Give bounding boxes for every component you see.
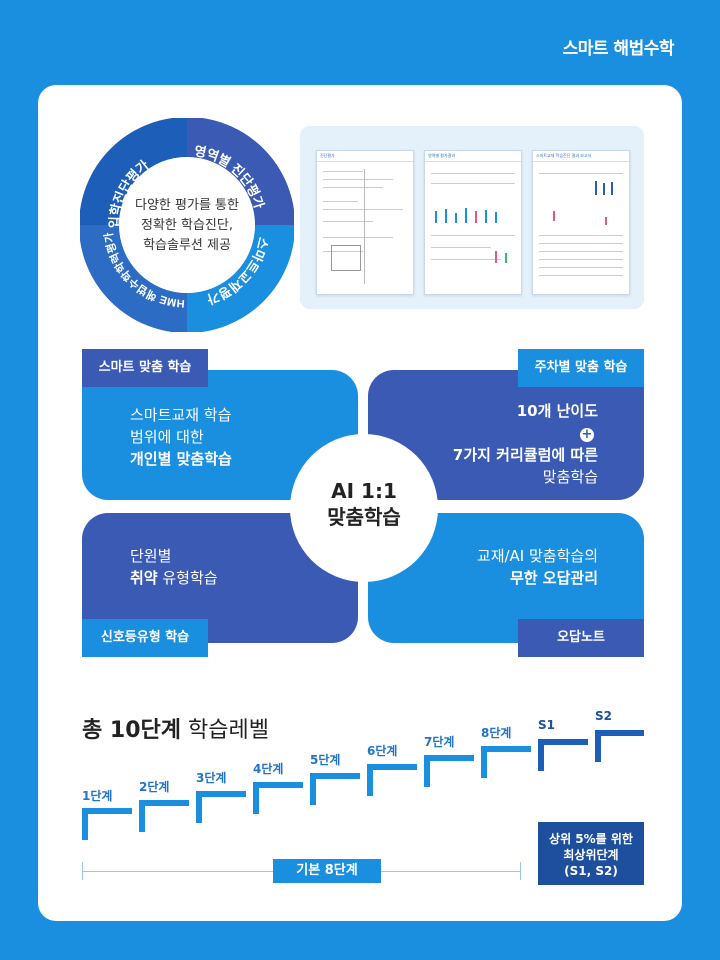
- top-levels-box: 상위 5%를 위한 최상위단계 (S1, S2): [538, 822, 644, 885]
- step-label-2: 2단계: [139, 780, 170, 794]
- step-3: [196, 791, 246, 823]
- step-5: [310, 773, 360, 805]
- report-preview-1: 진단평가: [316, 150, 414, 295]
- q4-line-1: 교재/AI 맞춤학습의: [476, 547, 598, 565]
- step-s1: [538, 739, 588, 771]
- step-7: [424, 755, 474, 787]
- q3-line-1: 단원별: [130, 547, 172, 565]
- step-label-6: 6단계: [367, 744, 398, 758]
- ring-center-line-3: 학습솔루션 제공: [143, 238, 231, 253]
- step-label-5: 5단계: [310, 753, 341, 767]
- base-tick-left: [82, 862, 83, 880]
- step-4: [253, 782, 303, 814]
- step-label-7: 7단계: [424, 735, 455, 749]
- top-box-line-3: (S1, S2): [564, 864, 618, 878]
- step-2: [139, 800, 189, 832]
- ai-center-line-2: 맞춤학습: [327, 505, 401, 529]
- brand-logo: 스마트 해법수학: [562, 39, 675, 59]
- top-box-line-2: 최상위단계: [563, 848, 619, 862]
- q3-text: 단원별 취약 유형학습: [130, 545, 218, 589]
- ai-center-line-1: AI 1:1: [331, 479, 397, 503]
- ring-center-line-1: 다양한 평가를 통한: [135, 198, 239, 213]
- step-label-1: 1단계: [82, 789, 113, 803]
- quadrant-weekly-learning: 10개 난이도 + 7가지 커리큘럼에 따른 맞춤학습: [368, 370, 644, 500]
- step-label-3: 3단계: [196, 771, 227, 785]
- q2-line-2: 7가지 커리큘럼에 따른: [452, 446, 598, 464]
- q4-text: 교재/AI 맞춤학습의 무한 오답관리: [477, 545, 598, 589]
- step-8: [481, 746, 531, 778]
- step-1: [82, 808, 132, 840]
- tag-smart-learning: 스마트 맞춤 학습: [82, 349, 208, 387]
- step-label-8: 8단계: [481, 726, 512, 740]
- report-title-1: 진단평가: [317, 151, 413, 162]
- levels-title-rest: 학습레벨: [181, 718, 269, 743]
- evaluation-ring: 입학진단평가 영역별 진단평가 스마트교재평가 HME 해법수학학력평가: [80, 118, 294, 332]
- q3-line-2-rest: 유형학습: [157, 569, 218, 587]
- tag-traffic-light: 신호등유형 학습: [82, 619, 208, 657]
- q1-line-1: 스마트교재 학습: [130, 406, 232, 424]
- levels-title: 총 10단계 학습레벨: [82, 712, 269, 744]
- step-label-s1: S1: [538, 718, 555, 732]
- levels-title-bold: 총 10단계: [82, 718, 181, 743]
- q1-line-2: 범위에 대한: [130, 428, 204, 446]
- ring-center-text: 다양한 평가를 통한 정확한 학습진단, 학습솔루션 제공: [117, 196, 257, 256]
- ring-center-line-2: 정확한 학습진단,: [141, 218, 233, 233]
- report-preview-2: 영역별 평가결과: [424, 150, 522, 295]
- report-title-3: 스마트교재 학습진단 결과 보고서: [533, 151, 629, 162]
- q2-line-1: 10개 난이도: [516, 402, 598, 420]
- step-6: [367, 764, 417, 796]
- base-levels-label: 기본 8단계: [273, 859, 381, 883]
- top-box-line-1: 상위 5%를 위한: [549, 832, 633, 846]
- tag-wrong-note: 오답노트: [518, 619, 644, 657]
- q2-plus: +: [580, 427, 594, 442]
- q3-line-2-bold: 취약: [130, 569, 158, 587]
- tag-weekly-learning: 주차별 맞춤 학습: [518, 349, 644, 387]
- step-label-4: 4단계: [253, 762, 284, 776]
- base-tick-right: [520, 862, 521, 880]
- report-previews: 진단평가 영역별 평가결과 스마트교재 학습진단 결과 보고서: [300, 126, 644, 309]
- report-title-2: 영역별 평가결과: [425, 151, 521, 162]
- q1-line-3: 개인별 맞춤학습: [130, 450, 232, 468]
- q1-text: 스마트교재 학습 범위에 대한 개인별 맞춤학습: [130, 404, 232, 470]
- report-preview-3: 스마트교재 학습진단 결과 보고서: [532, 150, 630, 295]
- ai-center-circle: AI 1:1 맞춤학습: [290, 434, 438, 582]
- q2-text: 10개 난이도 + 7가지 커리큘럼에 따른 맞춤학습: [453, 400, 598, 488]
- q4-line-2: 무한 오답관리: [509, 569, 598, 587]
- step-label-s2: S2: [595, 709, 612, 723]
- q2-line-3: 맞춤학습: [542, 468, 598, 486]
- step-s2: [595, 730, 644, 762]
